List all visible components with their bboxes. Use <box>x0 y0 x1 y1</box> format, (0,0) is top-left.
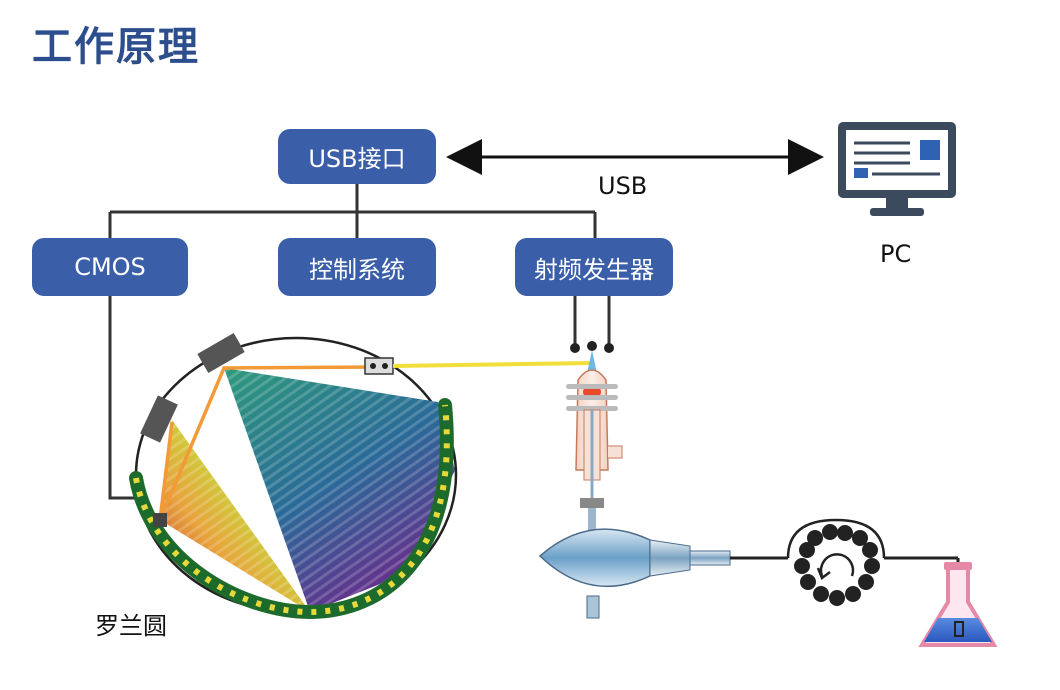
pc-monitor-icon <box>838 122 956 216</box>
rf-generator-box: 射频发生器 <box>515 238 673 296</box>
light-beam <box>392 361 593 368</box>
usb-label: USB <box>598 172 648 200</box>
page-title: 工作原理 <box>32 24 200 70</box>
usb-interface-box: USB接口 <box>278 129 436 184</box>
peristaltic-pump-icon <box>786 518 960 635</box>
rowland-circle <box>129 332 458 620</box>
rowland-circle-label: 罗兰圆 <box>95 612 167 640</box>
cmos-box: CMOS <box>32 238 188 296</box>
connector-lines <box>108 184 611 500</box>
icp-torch <box>566 341 623 530</box>
control-system-box: 控制系统 <box>278 238 436 296</box>
sample-flask-icon <box>918 562 998 647</box>
spray-chamber <box>538 528 731 619</box>
pc-label: PC <box>880 240 912 268</box>
